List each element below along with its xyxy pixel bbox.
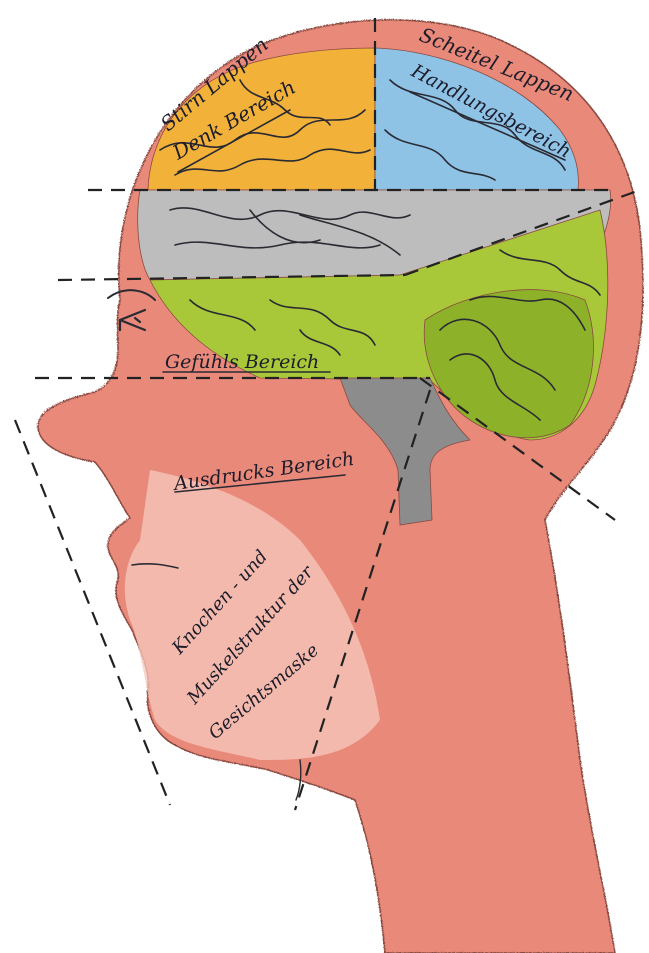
label-feeling-area: Gefühls Bereich [165,351,319,373]
